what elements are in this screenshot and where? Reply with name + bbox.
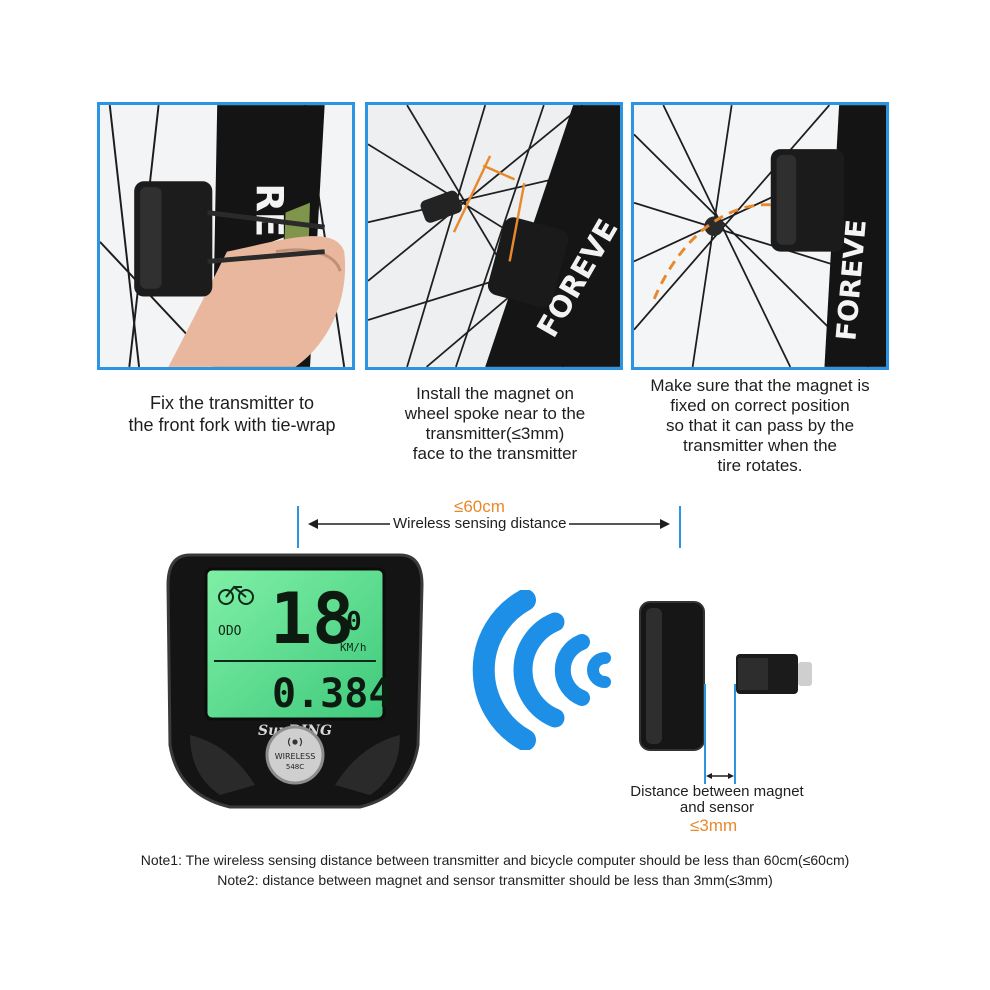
caption-line: the front fork with tie-wrap [128,415,336,435]
gap-label-line: Distance between magnet [630,783,804,800]
magnet-spoke-illustration: FOREVE [368,105,620,367]
wireless-icon [287,737,303,747]
photo-panel-correct-position: FOREVE [631,102,889,370]
distance-value: ≤60cm [454,497,505,516]
wireless-label: WIRELESS [275,752,316,761]
model-label: 548C [286,763,304,771]
gap-value: ≤3mm [690,816,738,835]
caption-line: fixed on correct position [670,396,850,415]
caption-line: face to the transmitter [412,444,578,463]
caption-correct-position: Make sure that the magnet is fixed on co… [625,376,895,476]
sensor-and-magnet [639,601,812,784]
gap-label-line: and sensor [679,799,755,816]
magnet-icon [704,216,724,236]
magnet-path-illustration: FOREVE [634,105,886,367]
caption-line: wheel spoke near to the [404,404,586,423]
caption-line: Make sure that the magnet is [650,376,870,395]
caption-line: transmitter(≤3mm) [425,424,565,443]
photo-panel-fix-transmitter: REVER [97,102,355,370]
mode-button[interactable] [265,725,325,785]
photo-panel-install-magnet: FOREVE [365,102,623,370]
caption-fix-transmitter: Fix the transmitter to the front fork wi… [97,392,367,436]
speed-decimal: 0 [346,607,362,637]
caption-install-magnet: Install the magnet on wheel spoke near t… [375,384,615,464]
notes: Note1: The wireless sensing distance bet… [0,850,990,890]
bike-icon [218,585,254,605]
note-2: Note2: distance between magnet and senso… [217,872,773,888]
odometer-value: 0.384 [272,671,392,717]
magnet-icon [736,654,812,694]
caption-line: so that it can pass by the [665,416,855,435]
speed-main: 18 [270,578,354,660]
mode-label: ODO [218,624,242,639]
caption-line: Fix the transmitter to [149,393,315,413]
gap-label: Distance between magnet and sensor [612,784,822,816]
fork-transmitter-illustration: REVER [100,105,352,367]
speed-unit: KM/h [340,641,367,654]
caption-line: transmitter when the [682,436,837,455]
note-1: Note1: The wireless sensing distance bet… [140,852,850,868]
caption-line: Install the magnet on [416,384,574,403]
bike-computer: ODO 18 0 KM/h 0.384 SunDING WIRELESS 548… [166,553,424,809]
distance-label: Wireless sensing distance [390,515,570,532]
caption-line: tire rotates. [717,456,803,475]
signal-waves-icon [472,590,611,750]
